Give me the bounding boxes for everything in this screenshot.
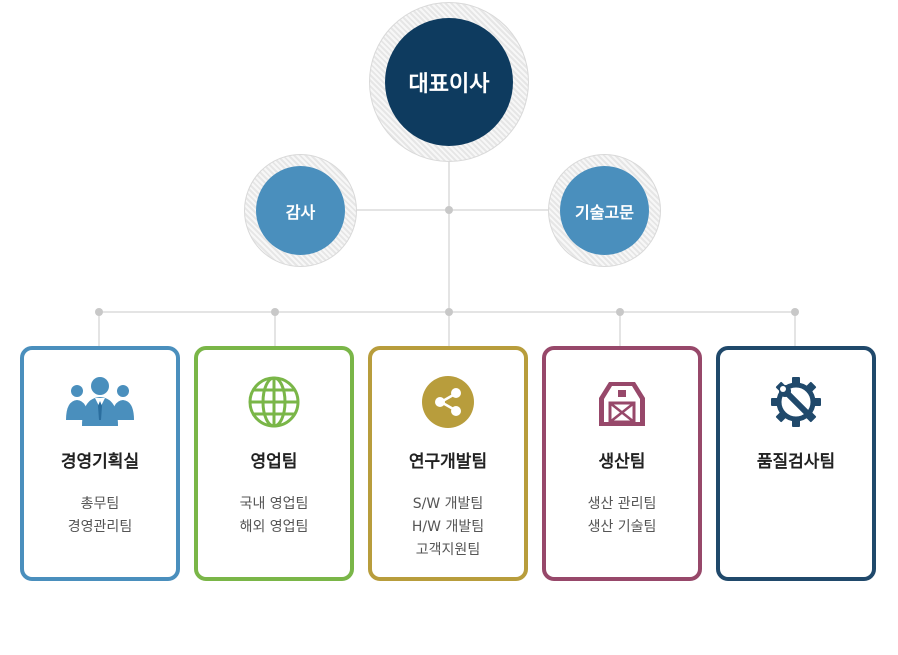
team-title: 품질검사팀 (756, 452, 836, 472)
team-junction-dot (445, 308, 453, 316)
sub-team-item: 해외 영업팀 (239, 519, 309, 535)
barn-icon (546, 374, 698, 430)
ceo-label: 대표이사 (408, 72, 490, 97)
team-card-quality[interactable]: 품질검사팀 (716, 346, 876, 581)
globe-icon (198, 374, 350, 430)
sub-team-item: 생산 관리팀 (587, 496, 657, 512)
sub-team-list: 총무팀 경영관리팀 (24, 493, 176, 539)
team-card-rnd[interactable]: 연구개발팀 S/W 개발팀 H/W 개발팀 고객지원팀 (368, 346, 528, 581)
audit-label: 감사 (285, 202, 316, 222)
sub-team-list: 생산 관리팀 생산 기술팀 (546, 493, 698, 539)
sub-team-item: 고객지원팀 (415, 542, 481, 558)
sub-team-item: 경영관리팀 (67, 519, 133, 535)
team-title: 연구개발팀 (408, 452, 488, 472)
audit-node[interactable]: 감사 (256, 166, 345, 255)
team-card-management-planning[interactable]: 경영기획실 총무팀 경영관리팀 (20, 346, 180, 581)
team-title: 생산팀 (598, 452, 646, 472)
advisor-junction-dot (445, 206, 453, 214)
tech-advisor-label: 기술고문 (575, 202, 634, 222)
team-drop-lines (95, 308, 799, 346)
sub-team-item: S/W 개발팀 (412, 496, 484, 512)
team-junction-dot (271, 308, 279, 316)
sub-team-item: 국내 영업팀 (239, 496, 309, 512)
sub-team-item: 총무팀 (80, 496, 120, 512)
team-card-production[interactable]: 생산팀 생산 관리팀 생산 기술팀 (542, 346, 702, 581)
team-title: 경영기획실 (60, 452, 140, 472)
sub-team-list: S/W 개발팀 H/W 개발팀 고객지원팀 (372, 493, 524, 562)
team-card-sales[interactable]: 영업팀 국내 영업팀 해외 영업팀 (194, 346, 354, 581)
gear-wrench-icon (720, 374, 872, 430)
team-junction-dot (616, 308, 624, 316)
sub-team-item: H/W 개발팀 (411, 519, 485, 535)
sub-team-list: 국내 영업팀 해외 영업팀 (198, 493, 350, 539)
tech-advisor-node[interactable]: 기술고문 (560, 166, 649, 255)
team-title: 영업팀 (250, 452, 298, 472)
team-junction-dot (791, 308, 799, 316)
people-group-icon (24, 374, 176, 430)
ceo-node[interactable]: 대표이사 (385, 18, 513, 146)
sub-team-item: 생산 기술팀 (587, 519, 657, 535)
share-icon (372, 374, 524, 430)
team-junction-dot (95, 308, 103, 316)
